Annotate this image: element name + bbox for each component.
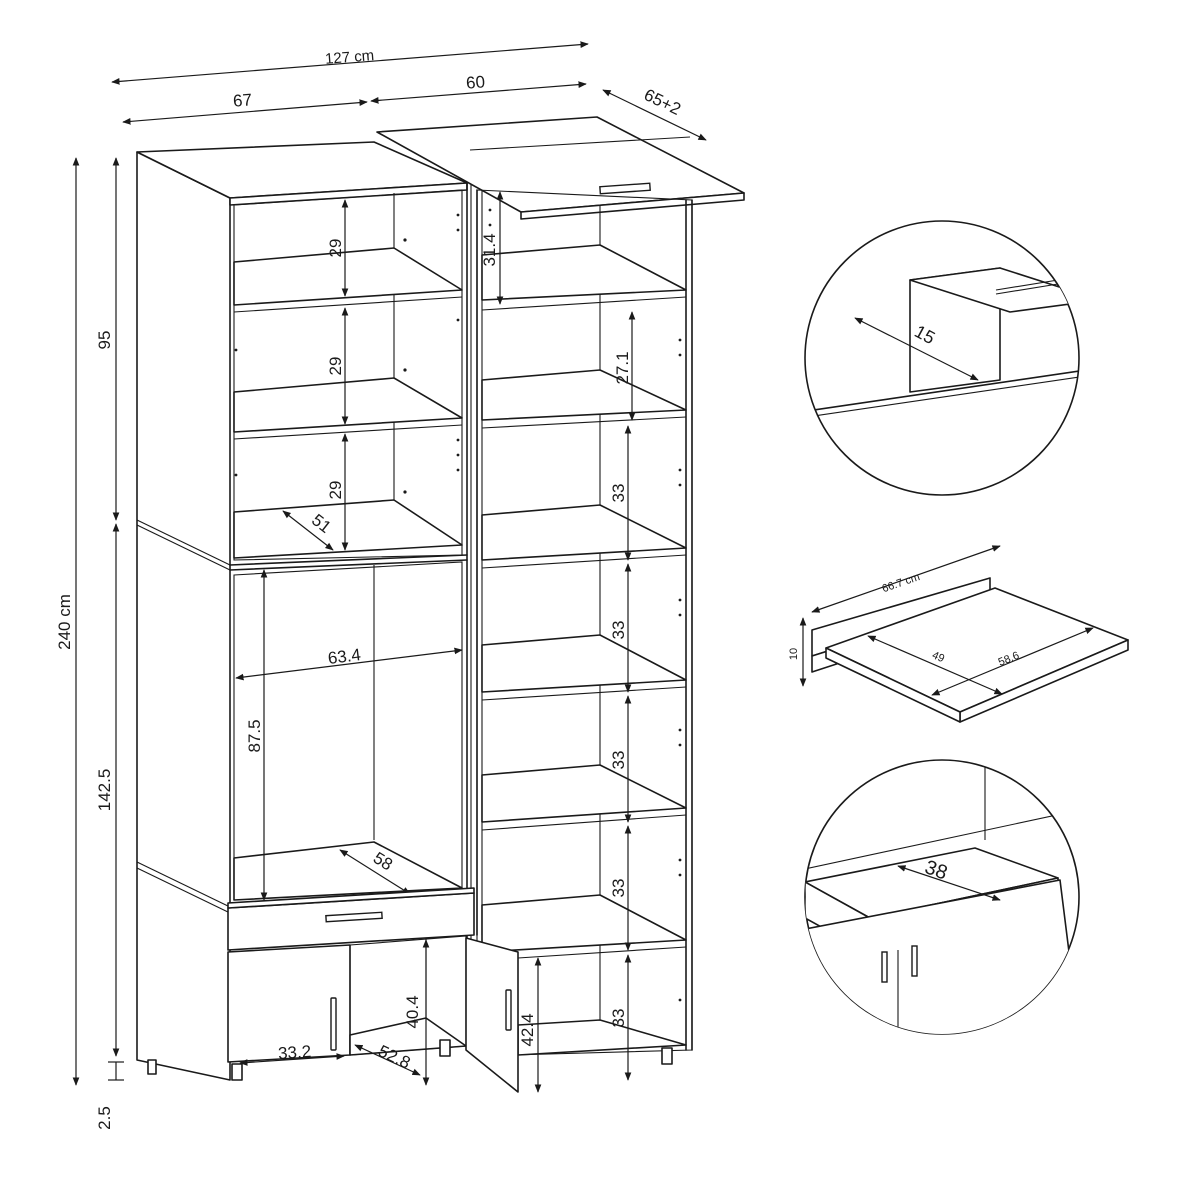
left-shelf-depth-line bbox=[282, 510, 334, 551]
depth-label: 65+2 bbox=[641, 85, 684, 119]
right-shelf-5-edge bbox=[481, 814, 687, 831]
right-shelf-2-edge bbox=[481, 416, 687, 429]
right-pin-holes bbox=[488, 208, 682, 1002]
right-width-label: 60 bbox=[465, 72, 485, 92]
right-shelf-2 bbox=[481, 369, 687, 421]
detail-3: 38 bbox=[804, 759, 1080, 1035]
right-door-handle[interactable] bbox=[505, 989, 512, 1031]
detail-2-width-label: 66.7 cm bbox=[881, 571, 922, 595]
niche-back-outline bbox=[233, 561, 463, 894]
detail-2-width-line bbox=[811, 545, 1001, 613]
cab-height-label: 40.4 bbox=[403, 995, 422, 1028]
foot bbox=[661, 1047, 673, 1065]
right-shelf-3 bbox=[481, 504, 687, 561]
drawer-top-edge bbox=[227, 887, 475, 909]
right-shelf-4 bbox=[481, 634, 687, 693]
left-side-joint-1 bbox=[136, 519, 231, 566]
right-shelf-6 bbox=[481, 894, 687, 953]
right-shelf-4-edge bbox=[481, 686, 687, 701]
left-side-joint-4 bbox=[136, 867, 231, 914]
right-shelf-1 bbox=[481, 244, 687, 301]
left-cabinet: 29 29 29 51 63.4 87.5 58 40.4 52.8 33.2 bbox=[136, 141, 475, 1086]
foot bbox=[231, 1063, 243, 1081]
detail-2-depth-line bbox=[931, 627, 1094, 696]
niche-width-line bbox=[235, 647, 463, 681]
detail-1-edge-2 bbox=[805, 373, 1079, 419]
right-shelf-7-height-label: 33 bbox=[609, 1009, 628, 1028]
left-side-joint-3 bbox=[136, 861, 231, 908]
upper-height-label: 95 bbox=[95, 331, 114, 350]
plinth-label: 2.5 bbox=[95, 1106, 114, 1130]
left-shelf-1-height-label: 29 bbox=[326, 239, 345, 258]
right-shelf-4-height-label: 33 bbox=[609, 621, 628, 640]
detail-3-dim-line bbox=[897, 865, 1001, 901]
right-width-line bbox=[370, 81, 587, 104]
drawer-handle[interactable] bbox=[325, 911, 383, 923]
left-pin-holes bbox=[234, 213, 460, 494]
lid-crease bbox=[469, 136, 691, 151]
detail-2-tray[interactable] bbox=[825, 587, 1129, 713]
right-shelf-6-height-label: 33 bbox=[609, 879, 628, 898]
niche-depth-line bbox=[339, 849, 411, 895]
detail-1-slot bbox=[995, 279, 1059, 291]
left-shelf-3-height-label: 29 bbox=[326, 481, 345, 500]
total-width-label: 127 cm bbox=[324, 47, 374, 68]
right-cabinet: 31.4 27.1 33 33 33 33 33 42.4 bbox=[376, 116, 745, 1093]
detail-1: 15 bbox=[804, 220, 1080, 496]
right-floor bbox=[517, 1019, 687, 1056]
depth-line bbox=[602, 89, 707, 141]
left-shelf-1-edge bbox=[233, 296, 463, 313]
right-shelf-3-edge bbox=[481, 554, 687, 569]
cab-width-line bbox=[239, 1053, 345, 1066]
left-width-label: 67 bbox=[232, 90, 252, 110]
niche-height-label: 87.5 bbox=[245, 719, 264, 752]
lower-height-label: 142.5 bbox=[95, 769, 114, 812]
left-side-panel bbox=[136, 151, 231, 1081]
height-dimensions: 240 cm 95 142.5 2.5 bbox=[55, 157, 124, 1130]
left-shelf-2 bbox=[233, 377, 463, 433]
detail-1-dim-line bbox=[854, 317, 979, 381]
total-height-label: 240 cm bbox=[55, 594, 74, 650]
foot bbox=[439, 1039, 451, 1057]
lid-handle[interactable] bbox=[599, 182, 651, 195]
left-shelf-3 bbox=[233, 499, 463, 559]
total-width-line bbox=[111, 41, 589, 85]
foot bbox=[147, 1059, 157, 1075]
niche-width-label: 63.4 bbox=[327, 645, 362, 668]
cab-depth-line bbox=[354, 1044, 421, 1076]
detail-3-door-handle-1[interactable] bbox=[881, 951, 888, 983]
left-width-line bbox=[122, 99, 368, 125]
right-shelf-6-edge bbox=[517, 946, 687, 959]
left-side-joint-2 bbox=[136, 524, 231, 571]
left-shelf-2-height-label: 29 bbox=[326, 357, 345, 376]
detail-3-back-line bbox=[805, 809, 1079, 871]
left-upper-bottom-1 bbox=[229, 554, 468, 566]
door-height-label: 42.4 bbox=[518, 1013, 537, 1046]
detail-2-height-label: 10 bbox=[788, 648, 800, 660]
right-shelf-1-height-label: 31.4 bbox=[480, 233, 499, 266]
left-shelf-2-edge bbox=[233, 424, 463, 440]
detail-1-edge bbox=[805, 367, 1079, 413]
detail-2: 66.7 cm 10 49 58.6 bbox=[788, 545, 1129, 723]
detail-3-door-handle-2[interactable] bbox=[911, 945, 918, 977]
right-shelf-5 bbox=[481, 764, 687, 823]
detail-1-panel-top bbox=[909, 267, 1079, 313]
detail-1-slot-2 bbox=[995, 283, 1059, 295]
left-shelf-1 bbox=[233, 247, 463, 306]
right-shelf-5-height-label: 33 bbox=[609, 751, 628, 770]
right-door[interactable] bbox=[465, 937, 519, 1093]
right-shelf-3-height-label: 33 bbox=[609, 484, 628, 503]
left-door-handle[interactable] bbox=[330, 997, 337, 1051]
right-shelf-1-edge bbox=[481, 296, 687, 311]
width-dimensions: 127 cm 67 60 65+2 bbox=[111, 41, 707, 141]
right-shelf-2-height-label: 27.1 bbox=[613, 351, 632, 384]
detail-1-circle bbox=[804, 220, 1080, 496]
cab-width-label: 33.2 bbox=[277, 1042, 311, 1063]
left-upper-bottom-2 bbox=[229, 559, 468, 571]
